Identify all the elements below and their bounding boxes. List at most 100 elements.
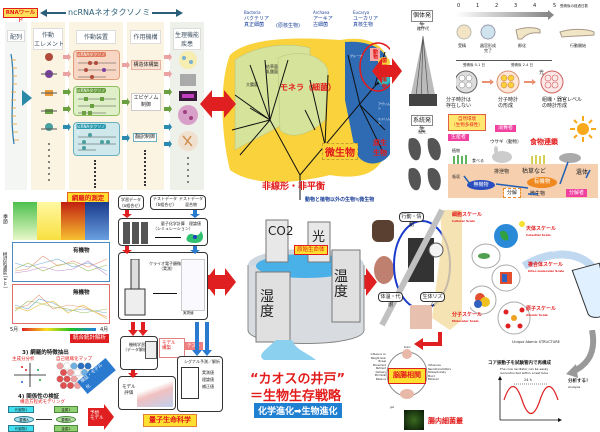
primordial-badge: 原始生命体 <box>294 245 328 255</box>
evolution-banner: 化学進化➡生物進化 <box>254 403 342 418</box>
som-cell <box>70 362 78 370</box>
node-metal2: 金属2 <box>54 425 78 432</box>
column-header-mechanism: 作用機構 <box>130 30 161 44</box>
behavior-box: 行動・情動 <box>399 212 424 228</box>
structure-label: Unique Atomic STRUCTURE <box>512 340 560 344</box>
metabolism-box: 体温・代謝 <box>378 292 403 308</box>
decomposer-badge: 分解者 <box>566 189 588 197</box>
label-euglena: ミドリムシ <box>378 117 391 125</box>
signal-item: 理論値 <box>202 377 214 382</box>
ncrna-section: RNAワールド ncRNAネオタクソノミ 配列 作動 エレメント 作動装置 作用… <box>0 0 210 192</box>
node-arrow-icon <box>36 419 52 420</box>
domain-sub: 真核生物 <box>353 22 374 28</box>
co2-label: CO2 <box>268 224 294 238</box>
influence-item: Influence on <box>370 353 386 356</box>
title-line <box>152 12 176 14</box>
clock-cells <box>456 70 564 94</box>
theory-map-icon <box>186 231 203 243</box>
test-arrow: テスト <box>185 342 203 350</box>
scales-section: 細胞スケール Cellular Scale 天体スケール Celestial S… <box>452 200 600 432</box>
microbiome-image <box>404 410 424 430</box>
rna-world-badge: RNAワールド <box>3 8 38 24</box>
som-cell <box>56 375 64 383</box>
node-metal1: 金属1 <box>54 406 78 413</box>
som-cell <box>67 382 74 389</box>
som-cell <box>74 369 81 376</box>
month-gradient <box>22 328 96 331</box>
element-arrows <box>63 53 71 131</box>
label-aphid: アヴリムシ <box>378 102 391 110</box>
label-microbes: 微生物 <box>322 143 358 160</box>
signal-item: 補正値 <box>202 384 214 389</box>
ancestor-label: 祖先 <box>418 129 426 134</box>
microbiome-label: 腸内細菌叢 <box>428 417 463 425</box>
scale-ja: 天体スケール <box>526 226 557 232</box>
signal-item: 実測値 <box>202 370 214 375</box>
clock-label: 分子時計 の形成 <box>498 97 519 109</box>
label-small: 乳酸菌 <box>266 69 278 74</box>
influence-item: Nutrient Delivery <box>375 367 386 374</box>
timeline-tick: 1 <box>476 3 480 9</box>
atomic-scale-title: 原子スケール Atomic Scale <box>526 306 556 318</box>
sem-label: 構造方程式モデリング <box>20 400 65 405</box>
molecular-scale-title: 分子スケール Molecular Scale <box>452 312 482 324</box>
theory-label: 理論値 <box>189 221 201 226</box>
domain-ja: アーキア <box>313 16 333 22</box>
simulation-box: 量子化学計算 （シミュレーション） 理論値 <box>118 218 208 246</box>
rabbit-icon <box>492 146 512 163</box>
influence-item: Bowel Movement <box>372 360 386 367</box>
test-data-box: テストデータ (b組合せ)テストデータ 混合物 <box>150 195 206 210</box>
element-icons <box>41 53 57 181</box>
domain-ja: バクテリア <box>244 16 270 22</box>
month-start-label: 5月 <box>10 327 19 333</box>
circadian-box: 生体リズム <box>420 292 445 308</box>
column-header-physiology: 生理機能 疾患 <box>173 28 201 50</box>
influence-item: Influences <box>428 364 441 367</box>
node-metabolite1: 代謝物1 <box>8 406 34 413</box>
scale-en: Cellular Scale <box>452 219 476 223</box>
prediction-arrow: 予想 モデル <box>88 404 114 430</box>
consumer-badge: 消費者 <box>495 125 517 132</box>
column-header-sequence: 配列 <box>7 30 25 42</box>
domain-sub: 真正細菌 <box>244 22 265 28</box>
scale-en: Celestial Scale <box>526 233 551 237</box>
organic-badge: 有機物 <box>527 177 557 188</box>
label-e-coli: 大腸菌 <box>246 82 258 87</box>
environment-badge: 自然環境 （生物多様性） <box>448 114 486 131</box>
clock-label: 分子時計は 存在しない <box>446 97 472 109</box>
embryo-stages <box>456 24 595 40</box>
eval-chart <box>137 381 173 407</box>
strategy-title: ＝生物生存戦略 <box>250 389 342 404</box>
humidity-label: 湿度 <box>260 289 274 320</box>
column-header-element: 作動 エレメント <box>33 28 64 50</box>
scale-en: Inter-molecular Scale <box>528 269 565 273</box>
intermolecular-scale-title: 複合体スケール Inter-molecular Scale <box>528 262 564 274</box>
stage-label: 受精 <box>458 43 466 48</box>
mechanism-dots <box>144 150 146 186</box>
fish-heads-image <box>408 138 441 191</box>
test-data-label: テストデータ 混合物 <box>179 196 203 207</box>
tree-section: Bacteria バクテリア 真正細菌 (原核生物) Archaea アーキア … <box>210 0 391 203</box>
scale-ja: 細胞スケール <box>452 212 483 218</box>
timeline-tick: 4 <box>533 3 537 9</box>
rna-strand-icon <box>10 53 19 145</box>
decompose-badge: 分解 <box>503 188 522 198</box>
period-label: 受精後 2-4 日 <box>511 63 533 67</box>
measurement-section: 網羅的測定 季節 相対的濃度 [a.u.] 有機物 無機物 5月 4月 統合統計… <box>0 192 116 432</box>
som-cell <box>77 362 85 370</box>
producer-badge: 生産者 <box>448 134 470 141</box>
inorganic-chart: 無機物 <box>12 284 110 324</box>
mechanism-arrows <box>122 61 130 142</box>
device-panel-translation: ncRNAタクソノミ <box>73 122 120 156</box>
scale-ja: 複合体スケール <box>528 262 564 268</box>
brain-gut-circle <box>386 349 428 399</box>
period-label: 受精後 0-1 日 <box>463 63 485 67</box>
brain-label: brain <box>404 346 411 349</box>
inorganic-label: 無機物 <box>73 290 90 296</box>
celestial-scale-title: 天体スケール Celestial Scale <box>526 226 556 238</box>
double-arrow-icon <box>372 58 402 84</box>
light-label: 光 <box>539 70 545 76</box>
oscillation-plot <box>498 376 562 422</box>
season-summer <box>37 202 61 240</box>
device-lines <box>78 61 116 151</box>
